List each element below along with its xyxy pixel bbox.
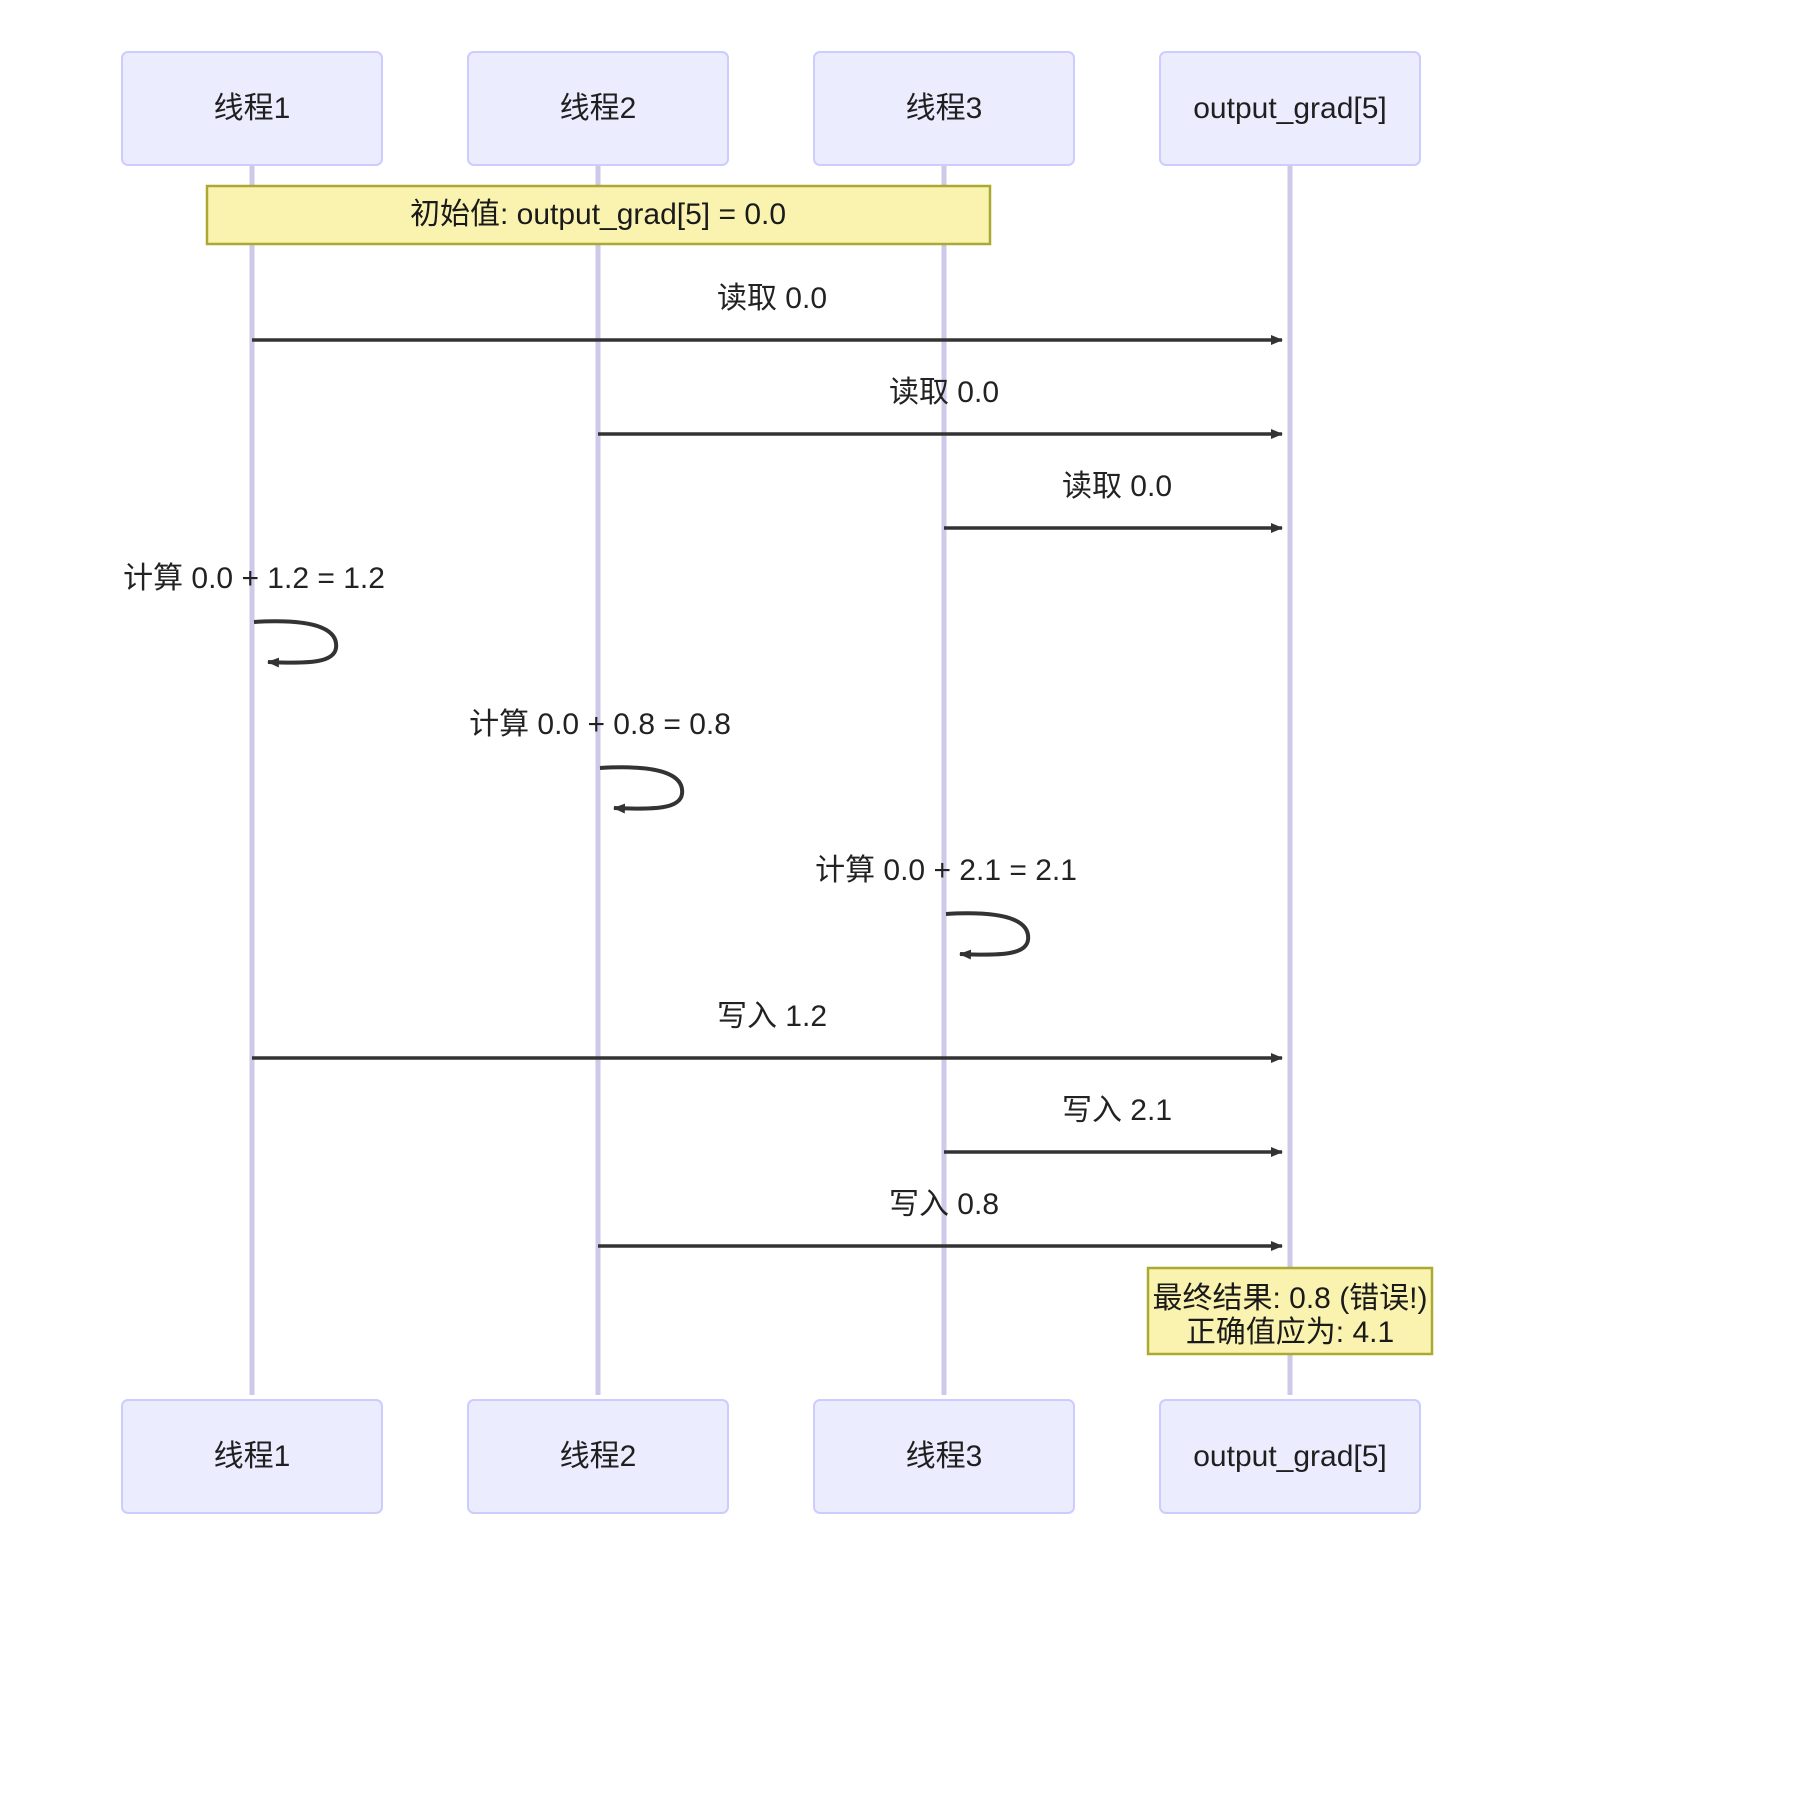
participant-top-线程2[interactable]: 线程2 [467,51,729,166]
participant-bottom-线程3[interactable]: 线程3 [813,1399,1075,1514]
participant-bottom-线程2[interactable]: 线程2 [467,1399,729,1514]
message-read-1[interactable]: 读取 0.0 [252,282,1283,345]
participant-label: 线程2 [560,1440,637,1473]
note-line: 正确值应为: 4.1 [1186,1316,1394,1349]
message-write-1[interactable]: 写入 1.2 [252,1000,1283,1063]
message-compute-3[interactable]: 计算 0.0 + 2.1 = 2.1 [815,854,1077,960]
note-line: 初始值: output_grad[5] = 0.0 [410,198,786,231]
participant-boxes-top: 线程1 线程2 线程3 output_grad[5] [121,51,1421,166]
participant-label: 线程3 [906,1440,983,1473]
note-initial[interactable]: 初始值: output_grad[5] = 0.0 [205,184,992,246]
message-compute-1[interactable]: 计算 0.0 + 1.2 = 1.2 [123,562,385,668]
message-label: 读取 0.0 [889,376,999,409]
participant-bottom-线程1[interactable]: 线程1 [121,1399,383,1514]
participant-label: 线程1 [214,1440,291,1473]
participant-top-线程1[interactable]: 线程1 [121,51,383,166]
note-line: 最终结果: 0.8 (错误!) [1152,1282,1427,1315]
message-read-2[interactable]: 读取 0.0 [598,376,1283,439]
participant-label: output_grad[5] [1193,92,1387,125]
participant-top-output-grad[interactable]: output_grad[5] [1159,51,1421,166]
note-box[interactable] [1146,1266,1434,1356]
message-label: 写入 0.8 [889,1188,999,1221]
message-read-3[interactable]: 读取 0.0 [944,470,1283,533]
participant-box[interactable] [813,51,1075,166]
participant-box[interactable] [813,1399,1075,1514]
message-label: 写入 1.2 [717,1000,827,1033]
message-label: 计算 0.0 + 0.8 = 0.8 [469,708,731,741]
message-label: 写入 2.1 [1062,1094,1172,1127]
self-loop-arrow[interactable] [599,765,685,814]
self-loop-arrow[interactable] [253,619,339,668]
participant-top-线程3[interactable]: 线程3 [813,51,1075,166]
lifelines-group [249,165,1293,1395]
participant-box[interactable] [121,1399,383,1514]
note-final[interactable]: 最终结果: 0.8 (错误!) 正确值应为: 4.1 [1146,1266,1434,1356]
participant-box[interactable] [121,51,383,166]
message-compute-2[interactable]: 计算 0.0 + 0.8 = 0.8 [469,708,731,814]
participant-label: 线程1 [214,92,291,125]
participant-box[interactable] [467,51,729,166]
message-label: 计算 0.0 + 2.1 = 2.1 [815,854,1077,887]
note-box[interactable] [205,184,992,246]
participant-bottom-output-grad[interactable]: output_grad[5] [1159,1399,1421,1514]
participant-boxes-bottom: 线程1 线程2 线程3 output_grad[5] [121,1399,1421,1514]
participant-label: 线程3 [906,92,983,125]
self-loop-arrow[interactable] [945,911,1031,960]
message-label: 读取 0.0 [717,282,827,315]
participant-box[interactable] [1159,51,1421,166]
message-label: 计算 0.0 + 1.2 = 1.2 [123,562,385,595]
participant-box[interactable] [1159,1399,1421,1514]
message-label: 读取 0.0 [1062,470,1172,503]
participant-box[interactable] [467,1399,729,1514]
participant-label: output_grad[5] [1193,1440,1387,1473]
message-write-3[interactable]: 写入 0.8 [598,1188,1283,1251]
message-write-2[interactable]: 写入 2.1 [944,1094,1283,1157]
participant-label: 线程2 [560,92,637,125]
